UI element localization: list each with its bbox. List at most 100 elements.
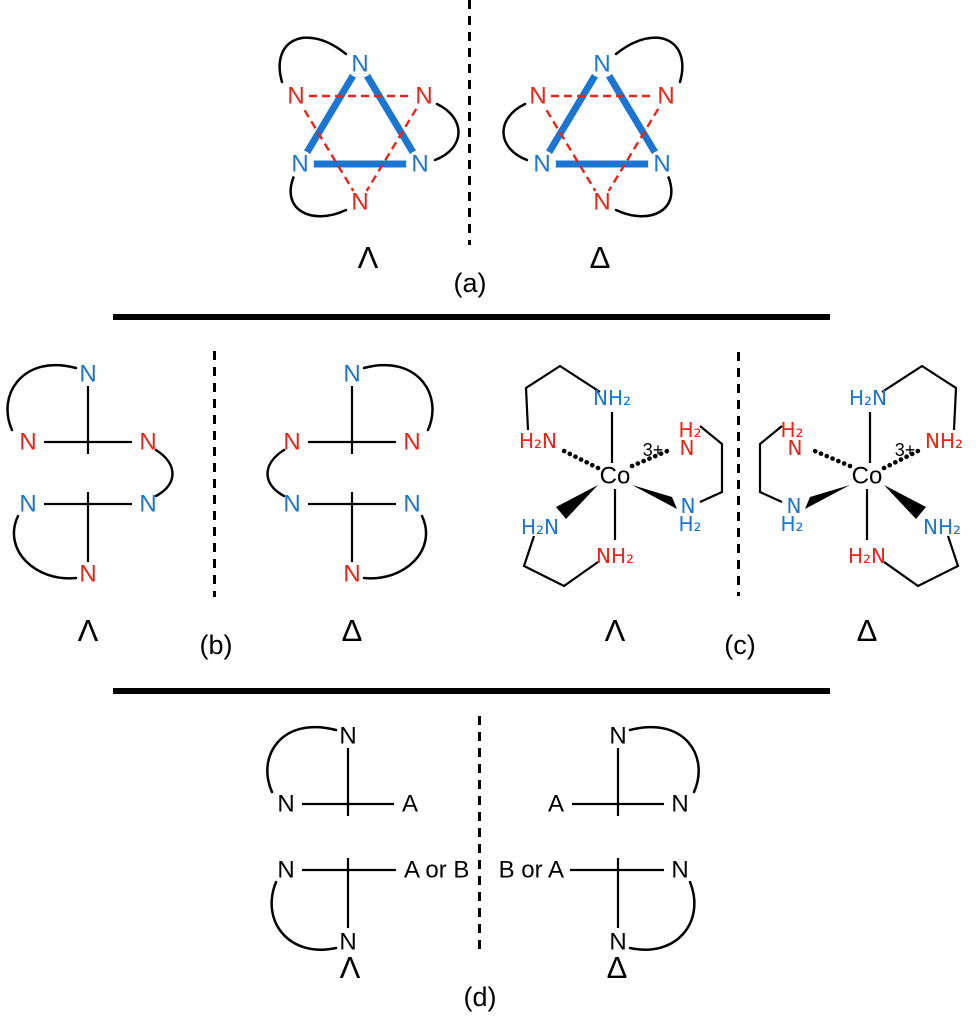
lambda-label: Λ xyxy=(77,613,99,648)
chelate-arc xyxy=(6,363,78,432)
nitrogen-label: N xyxy=(415,83,432,110)
nitrogen-label: N xyxy=(283,429,300,456)
delta-label: Δ xyxy=(856,613,878,648)
cobalt-label: Co xyxy=(852,463,883,490)
panel-a-lambda-diagram: N N N N N N xyxy=(278,36,460,218)
vertex-halo xyxy=(286,150,314,178)
amine-label: H₂N xyxy=(519,429,557,453)
chelate-arc xyxy=(362,514,428,580)
nitrogen-label: N xyxy=(671,791,688,818)
amine-label: H₂ xyxy=(678,418,701,442)
nitrogen-label: N xyxy=(593,189,610,216)
chelate-arc xyxy=(433,102,460,162)
section-d-divider xyxy=(478,716,481,954)
ligand-a-label: A xyxy=(402,791,418,818)
nitrogen-label: N xyxy=(593,51,610,78)
amine-label: H₂N xyxy=(849,386,887,410)
solid-wedge-bond xyxy=(556,485,598,519)
chelate-arc xyxy=(614,174,673,218)
solid-wedge-bond xyxy=(884,485,926,519)
delta-label: Δ xyxy=(606,950,628,985)
amine-label: NH₂ xyxy=(925,429,963,453)
panel-caption-a: (a) xyxy=(453,268,487,298)
vertex-halo xyxy=(283,83,309,109)
nitrogen-label: N xyxy=(657,83,674,110)
nitrogen-label: N xyxy=(79,561,96,588)
amine-label: N xyxy=(680,436,695,460)
amine-label: N xyxy=(788,436,803,460)
lambda-label: Λ xyxy=(604,613,626,648)
chelate-arc xyxy=(502,102,529,162)
nitrogen-label: N xyxy=(653,151,670,178)
lambda-label: Λ xyxy=(357,240,379,275)
chelate-arc xyxy=(278,36,348,84)
nitrogen-label: N xyxy=(403,429,420,456)
charge-label: 3+ xyxy=(643,440,664,460)
section-rule xyxy=(113,314,830,320)
amine-label: H₂ xyxy=(678,512,701,536)
nitrogen-label: N xyxy=(609,723,626,750)
nitrogen-label: N xyxy=(403,491,420,518)
nitrogen-label: N xyxy=(351,51,368,78)
hashed-wedge-bond xyxy=(881,446,925,471)
section-c-divider xyxy=(737,352,740,596)
nitrogen-label: N xyxy=(277,791,294,818)
nitrogen-label: N xyxy=(19,429,36,456)
ligand-b-or-a-label: B or A xyxy=(499,857,564,884)
chelate-arc xyxy=(266,448,286,498)
hashed-wedge-bond xyxy=(557,446,601,471)
panel-a-delta-diagram: N N N N N N xyxy=(502,36,684,218)
amine-label: H₂N xyxy=(848,544,886,568)
en-backbone xyxy=(758,425,783,504)
nitrogen-label: N xyxy=(79,361,96,388)
blue-triangle xyxy=(296,60,424,168)
nitrogen-label: N xyxy=(529,83,546,110)
vertex-halo xyxy=(648,150,676,178)
red-dashed-triangle xyxy=(293,94,427,205)
vertex-halo xyxy=(346,50,374,78)
red-dashed-triangle xyxy=(535,94,669,205)
vertex-halo xyxy=(528,150,556,178)
panel-b-delta-diagram: N N N N N N xyxy=(266,361,434,588)
chelate-arc xyxy=(628,725,700,794)
panel-d-delta-diagram: N A N B or A N N xyxy=(499,723,700,956)
vertex-halo xyxy=(347,189,373,215)
amine-label: H₂ xyxy=(780,512,803,536)
nitrogen-label: N xyxy=(411,151,428,178)
nitrogen-label: N xyxy=(339,929,356,956)
en-backbone xyxy=(522,535,599,588)
vertex-halo xyxy=(411,83,437,109)
solid-wedge-bond xyxy=(805,485,850,509)
vertex-halo xyxy=(406,150,434,178)
amine-label: NH₂ xyxy=(923,515,961,539)
vertex-halo xyxy=(589,189,615,215)
en-backbone xyxy=(881,364,958,431)
panel-caption-b: (b) xyxy=(199,630,233,660)
chelate-arc xyxy=(270,880,338,951)
vertex-halo xyxy=(525,83,551,109)
panel-b-lambda-diagram: N N N N N N xyxy=(6,361,174,588)
nitrogen-label: N xyxy=(283,491,300,518)
blue-triangle xyxy=(538,60,666,168)
nitrogen-label: N xyxy=(351,189,368,216)
chelate-arc xyxy=(12,514,78,580)
amine-label: N xyxy=(681,494,696,518)
nitrogen-label: N xyxy=(139,429,156,456)
nitrogen-label: N xyxy=(19,491,36,518)
amine-label: NH₂ xyxy=(593,386,631,410)
en-backbone xyxy=(524,364,601,431)
nitrogen-label: N xyxy=(139,491,156,518)
nitrogen-label: N xyxy=(277,857,294,884)
solid-wedge-bond xyxy=(632,485,677,509)
nitrogen-label: N xyxy=(671,857,688,884)
lambda-label: Λ xyxy=(339,950,361,985)
nitrogen-label: N xyxy=(343,361,360,388)
panel-caption-d: (d) xyxy=(463,982,497,1012)
chelate-arc xyxy=(628,880,696,951)
panel-caption-c: (c) xyxy=(724,630,756,660)
panel-c-delta-diagram: H₂N NH₂ H₂ N NH₂ N H₂ H₂N Co 3+ xyxy=(758,364,963,588)
nitrogen-label: N xyxy=(609,929,626,956)
chelate-arc xyxy=(289,174,348,218)
section-b-divider xyxy=(213,351,216,597)
